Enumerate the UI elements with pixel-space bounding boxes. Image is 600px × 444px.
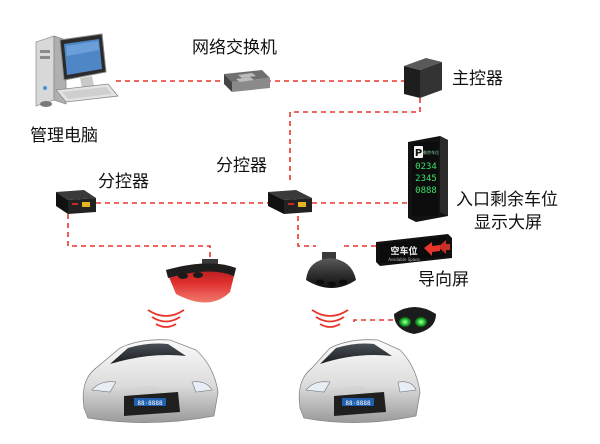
car-right-plate-bg (342, 398, 374, 406)
label-main-controller: 主控器 (452, 69, 503, 89)
display-row-2: 2345 (415, 174, 437, 184)
link-sub-grey-sensor (297, 216, 316, 247)
entrance-display-board: P 剩余车位 0234 2345 0888 (408, 136, 448, 222)
grey-sensor-icon (306, 252, 356, 288)
link-sub-red-sensor (67, 214, 211, 262)
label-network-switch: 网络交换机 (192, 38, 277, 58)
display-caption: 剩余车位 (423, 149, 439, 155)
car-left-plate: 88·8888 (137, 400, 163, 407)
car-left-plate-bg (134, 398, 166, 406)
main-controller-icon (404, 58, 442, 98)
red-sensor-icon (166, 259, 236, 303)
sub-controller-left-icon (56, 190, 96, 214)
guide-screen-text: 空车位 (390, 245, 417, 257)
signal-waves-right (311, 309, 349, 328)
car-left-logo (136, 386, 159, 394)
guide-screen-subtext: Available Space (388, 257, 420, 262)
link-sensor-green (353, 319, 394, 322)
signal-waves-left (147, 309, 185, 328)
car-left-icon: 88·8888 (82, 339, 219, 423)
label-entrance-display-line2: 显示大屏 (474, 213, 542, 233)
computer-icon (35, 33, 119, 107)
label-guide-screen: 导向屏 (418, 270, 469, 290)
car-right-logo (344, 386, 367, 394)
green-indicator-icon (394, 307, 436, 334)
guide-screen: 空车位 Available Space (376, 234, 452, 266)
link-main-subctrl (289, 98, 421, 183)
display-row-3: 0888 (415, 186, 437, 196)
display-p-sign: P (415, 148, 422, 159)
network-switch-icon (224, 70, 270, 92)
label-sub-controller-center: 分控器 (216, 156, 267, 176)
label-management-pc: 管理电脑 (30, 126, 98, 146)
label-entrance-display-line1: 入口剩余车位 (456, 190, 558, 210)
arrow-icon (424, 240, 450, 256)
car-right-icon: 88·8888 (298, 339, 421, 423)
display-row-1: 0234 (415, 162, 437, 172)
car-right-plate: 88·8888 (345, 400, 371, 407)
link-lines (67, 80, 421, 322)
label-sub-controller-left: 分控器 (98, 172, 149, 192)
sub-controller-center-icon (268, 190, 312, 214)
